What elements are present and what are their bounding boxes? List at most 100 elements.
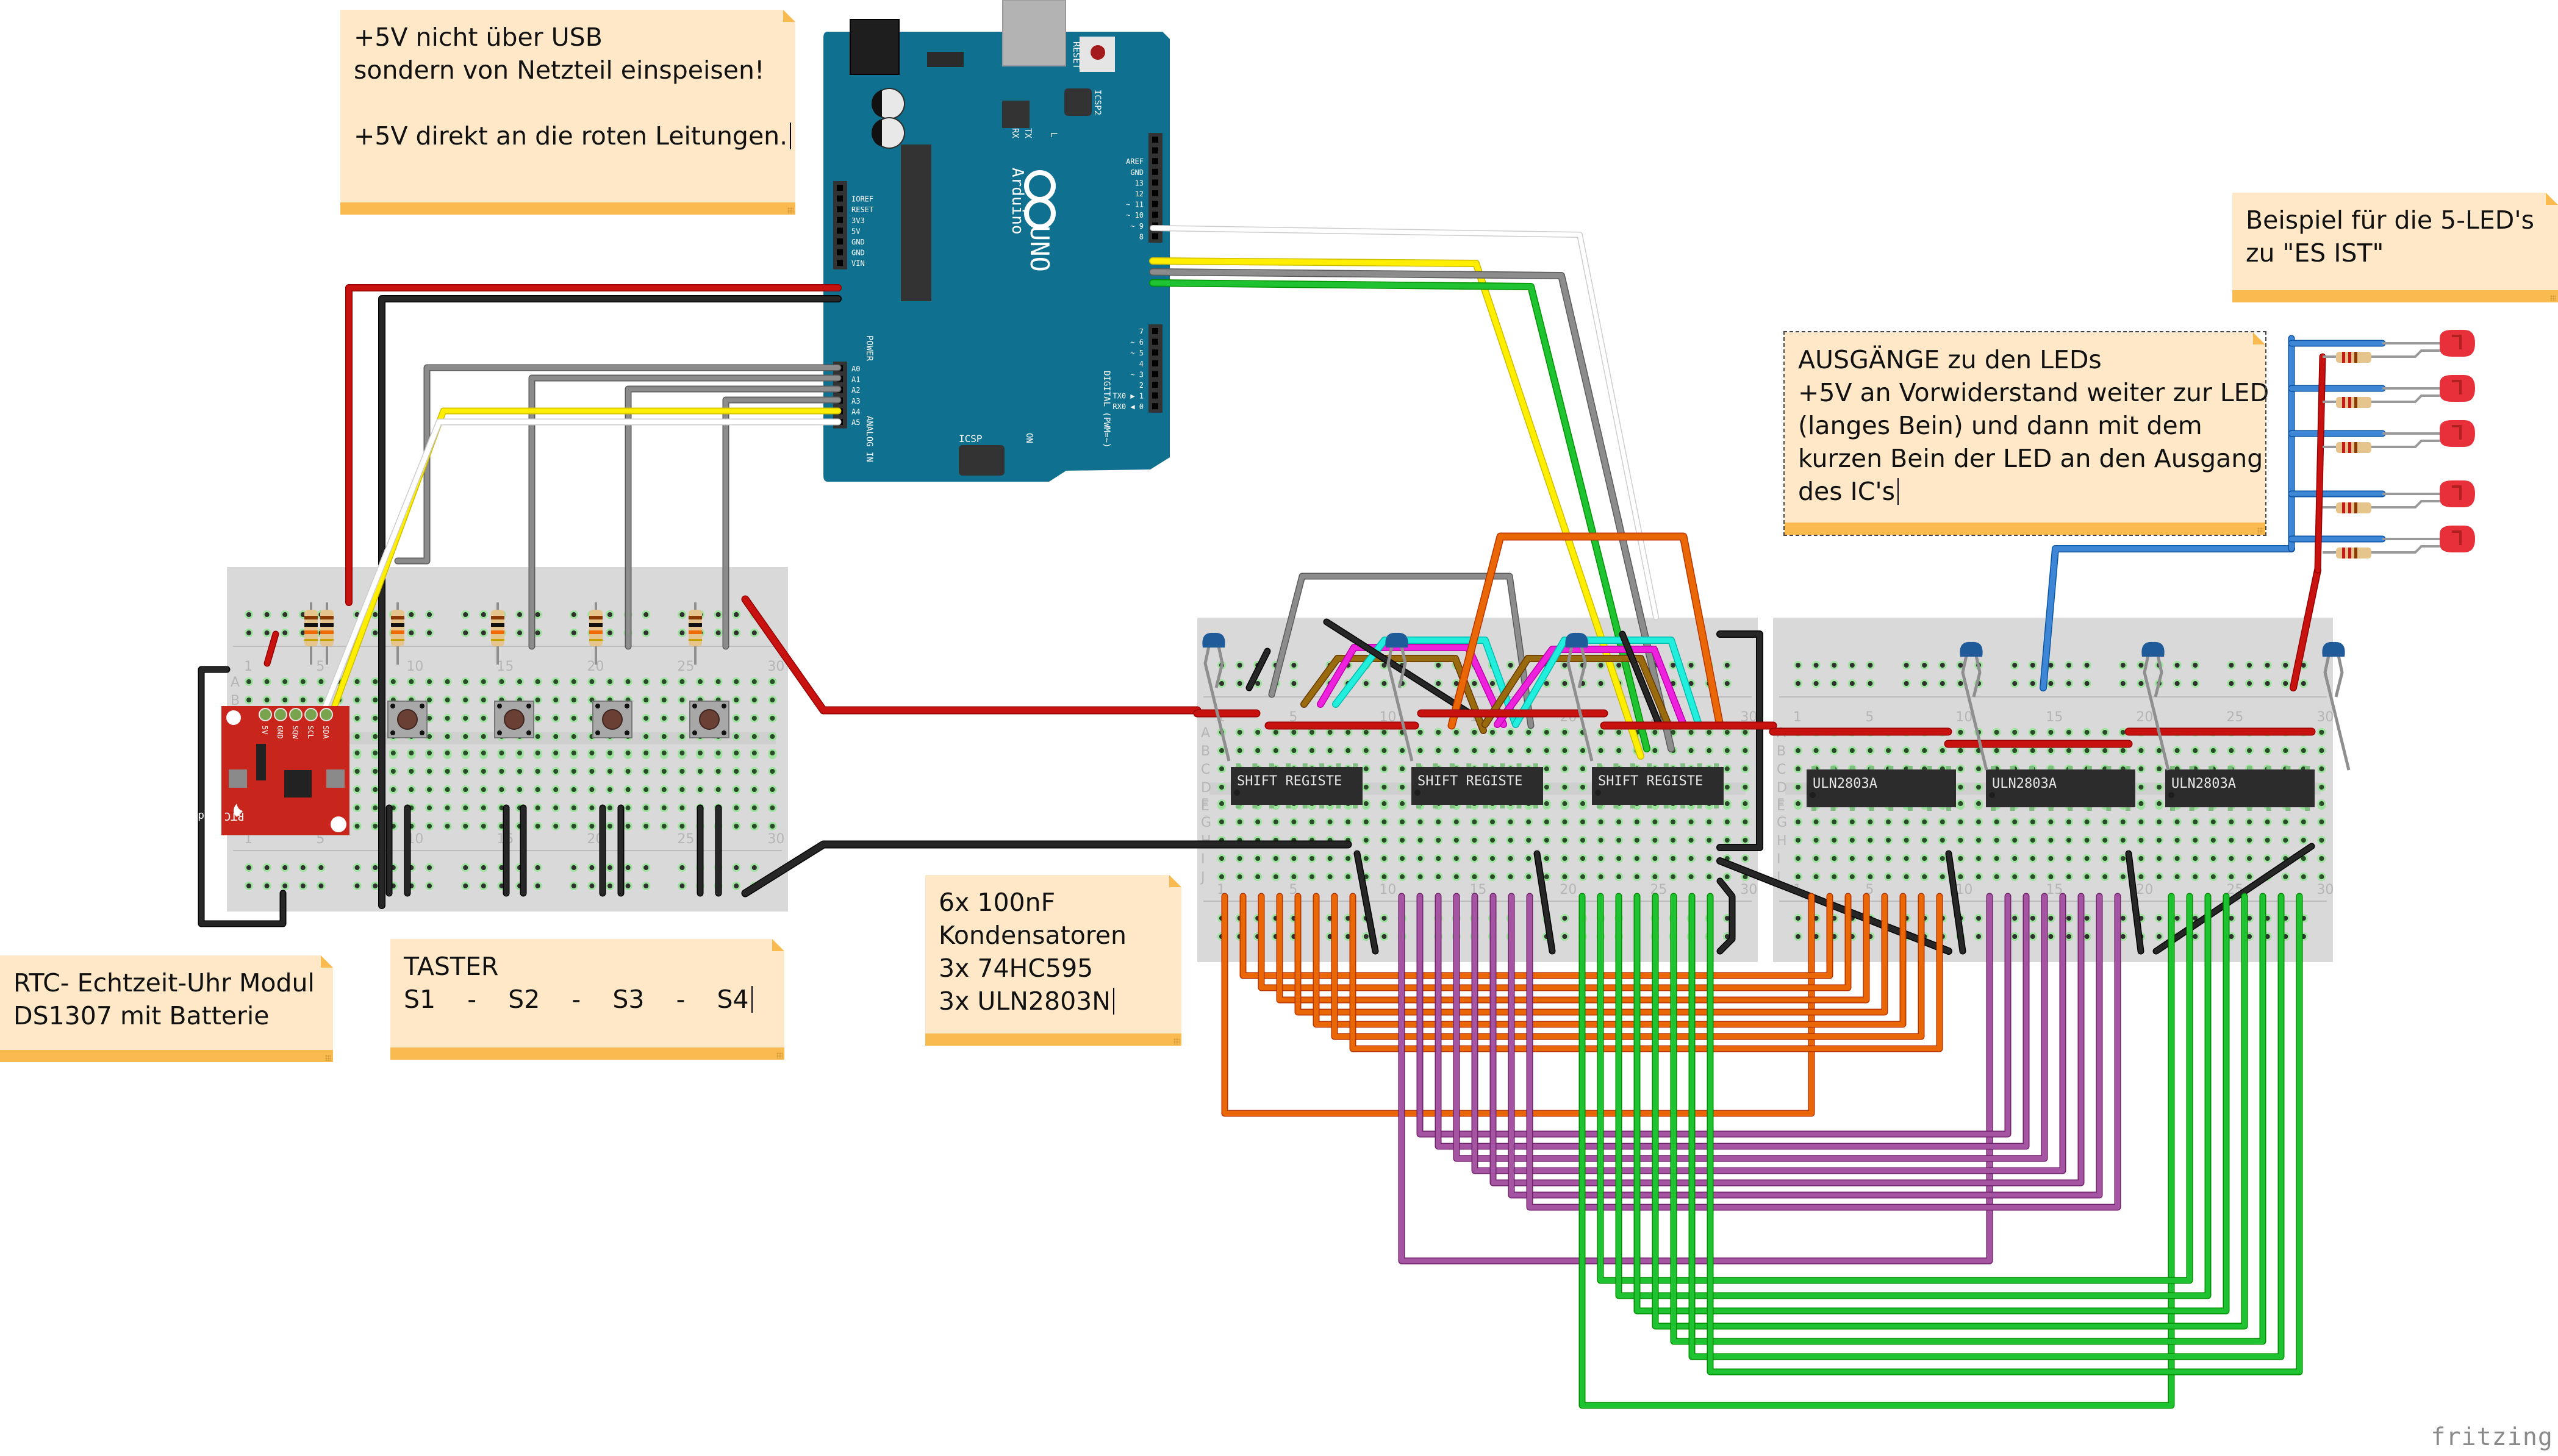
breadboard-hole[interactable]	[623, 767, 632, 776]
rtc-pin[interactable]	[259, 708, 272, 721]
breadboard-hole[interactable]	[1794, 783, 1802, 791]
breadboard-hole[interactable]	[587, 785, 597, 794]
breadboard-hole[interactable]	[1289, 746, 1299, 755]
breadboard-hole[interactable]	[2263, 836, 2272, 844]
wire[interactable]	[1616, 894, 2210, 1298]
rail-hole[interactable]	[1794, 661, 1802, 669]
ceramic-capacitor[interactable]	[2141, 641, 2170, 771]
breadboard-hole[interactable]	[1650, 854, 1660, 863]
breadboard-hole[interactable]	[1470, 728, 1479, 737]
breadboard-hole[interactable]	[1434, 746, 1443, 755]
wire[interactable]	[1620, 632, 1661, 727]
note-outputs[interactable]: AUSGÄNGE zu den LEDs +5V an Vorwiderstan…	[1783, 331, 2269, 536]
breadboard-hole[interactable]	[1596, 728, 1605, 737]
rail-hole[interactable]	[245, 610, 253, 619]
breadboard-hole[interactable]	[1938, 836, 1947, 844]
breadboard-hole[interactable]	[659, 749, 668, 757]
breadboard-hole[interactable]	[1217, 854, 1226, 863]
wire[interactable]	[1350, 894, 1942, 1051]
push-button-s4[interactable]	[689, 701, 729, 738]
breadboard-hole[interactable]	[2082, 746, 2091, 755]
breadboard-hole[interactable]	[1398, 765, 1406, 773]
breadboard-hole[interactable]	[2155, 836, 2163, 844]
breadboard-hole[interactable]	[1380, 728, 1389, 737]
breadboard-hole[interactable]	[642, 677, 651, 686]
breadboard-hole[interactable]	[1308, 818, 1316, 826]
breadboard-hole[interactable]	[1614, 728, 1624, 737]
rail-hole[interactable]	[1488, 679, 1497, 688]
breadboard-hole[interactable]	[642, 696, 651, 704]
breadboard-hole[interactable]	[1217, 818, 1226, 826]
breadboard-hole[interactable]	[371, 749, 380, 757]
breadboard-hole[interactable]	[1938, 818, 1947, 826]
breadboard-hole[interactable]	[2317, 836, 2326, 844]
breadboard-hole[interactable]	[2101, 818, 2110, 826]
rail-hole[interactable]	[2082, 679, 2091, 688]
wire[interactable]	[1653, 894, 2247, 1329]
breadboard-hole[interactable]	[1217, 746, 1226, 755]
breadboard-hole[interactable]	[732, 767, 741, 776]
breadboard-hole[interactable]	[2137, 836, 2146, 844]
breadboard-hole[interactable]	[2065, 836, 2073, 844]
rail-hole[interactable]	[533, 882, 542, 890]
breadboard-hole[interactable]	[1452, 728, 1461, 737]
breadboard-hole[interactable]	[533, 749, 542, 757]
breadboard-hole[interactable]	[479, 785, 488, 794]
breadboard-hole[interactable]	[2065, 818, 2073, 826]
breadboard-hole[interactable]	[1398, 873, 1406, 881]
breadboard-hole[interactable]	[2010, 836, 2019, 844]
rail-hole[interactable]	[1794, 914, 1802, 922]
breadboard-hole[interactable]	[1722, 836, 1732, 844]
rail-hole[interactable]	[2263, 679, 2272, 688]
breadboard-hole[interactable]	[623, 677, 632, 686]
rail-hole[interactable]	[2227, 679, 2236, 688]
breadboard-hole[interactable]	[425, 767, 434, 776]
breadboard-hole[interactable]	[678, 749, 687, 757]
uln2803a-3[interactable]: ULN2803A	[2165, 766, 2315, 811]
rail-hole[interactable]	[1380, 679, 1389, 688]
rail-hole[interactable]	[2065, 932, 2073, 941]
header-pin[interactable]	[1152, 360, 1158, 366]
rail-hole[interactable]	[317, 863, 326, 872]
wire[interactable]	[1509, 894, 2102, 1197]
rail-hole[interactable]	[245, 863, 253, 872]
rail-hole[interactable]	[262, 882, 271, 890]
breadboard-hole[interactable]	[768, 767, 777, 776]
breadboard-hole[interactable]	[1938, 873, 1947, 881]
wire[interactable]	[1671, 894, 2265, 1344]
breadboard-hole[interactable]	[659, 822, 668, 830]
breadboard-hole[interactable]	[606, 822, 614, 830]
breadboard-hole[interactable]	[1253, 854, 1263, 863]
breadboard-hole[interactable]	[245, 677, 253, 686]
breadboard-hole[interactable]	[2065, 746, 2073, 755]
breadboard-hole[interactable]	[623, 804, 632, 812]
breadboard-hole[interactable]	[461, 696, 470, 704]
rail-hole[interactable]	[371, 882, 380, 890]
breadboard-hole[interactable]	[696, 767, 704, 776]
rail-hole[interactable]	[461, 882, 470, 890]
breadboard-hole[interactable]	[1289, 818, 1299, 826]
breadboard-hole[interactable]	[1253, 818, 1263, 826]
breadboard-hole[interactable]	[443, 749, 452, 757]
rail-hole[interactable]	[587, 882, 597, 890]
rail-hole[interactable]	[678, 882, 687, 890]
rail-hole[interactable]	[2010, 679, 2019, 688]
breadboard-hole[interactable]	[1578, 783, 1587, 791]
breadboard-hole[interactable]	[2082, 728, 2091, 737]
breadboard-hole[interactable]	[1344, 728, 1353, 737]
breadboard-hole[interactable]	[623, 785, 632, 794]
breadboard-hole[interactable]	[2028, 873, 2037, 881]
breadboard-hole[interactable]	[1614, 818, 1624, 826]
breadboard-hole[interactable]	[1741, 746, 1750, 755]
resize-grip-icon[interactable]	[787, 207, 794, 213]
uln2803a-2[interactable]: ULN2803A	[1986, 766, 2135, 811]
wire[interactable]	[1241, 894, 1832, 978]
rail-hole[interactable]	[2118, 661, 2127, 669]
rail-hole[interactable]	[2010, 932, 2019, 941]
breadboard-hole[interactable]	[768, 822, 777, 830]
wire[interactable]	[1417, 894, 2010, 1137]
breadboard-hole[interactable]	[1578, 746, 1587, 755]
wire[interactable]	[1491, 894, 2083, 1185]
breadboard-hole[interactable]	[1866, 873, 1875, 881]
rail-hole[interactable]	[1506, 661, 1515, 669]
